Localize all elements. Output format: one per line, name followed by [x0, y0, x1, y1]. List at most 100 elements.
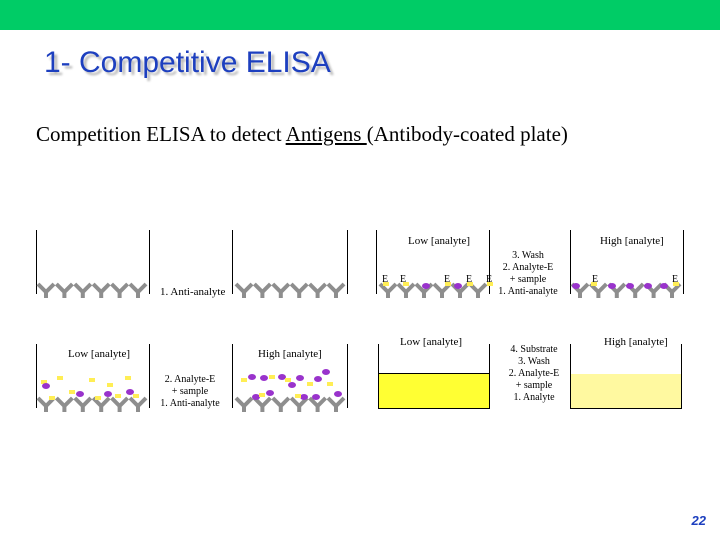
analyte-icon	[422, 283, 430, 289]
enzyme-letter: E	[592, 274, 598, 285]
top-high-analyte-label: High [analyte]	[600, 235, 664, 247]
antibody-icon	[432, 282, 452, 298]
enzyme-letter: E	[486, 274, 492, 285]
enzyme-conjugate-icon	[285, 378, 291, 382]
enzyme-conjugate-icon	[241, 378, 247, 382]
antibody-icon	[271, 282, 291, 298]
step4-line: 4. Substrate	[510, 344, 558, 355]
analyte-icon	[626, 283, 634, 289]
enzyme-conjugate-icon	[133, 394, 139, 398]
enzyme-letter: E	[382, 274, 388, 285]
analyte-icon	[644, 283, 652, 289]
analyte-icon	[314, 376, 322, 382]
enzyme-conjugate-icon	[125, 376, 131, 380]
left-low-analyte-label: Low [analyte]	[68, 348, 130, 360]
step4-line: 2. Analyte-E	[508, 368, 560, 379]
enzyme-letter: E	[466, 274, 472, 285]
analyte-icon	[260, 375, 268, 381]
antibody-icon	[326, 396, 346, 412]
antibody-icon	[289, 282, 309, 298]
step1-label: 1. Anti-analyte	[160, 286, 226, 298]
enzyme-conjugate-icon	[383, 282, 389, 286]
well-step4-low	[378, 344, 490, 409]
antibody-icon	[252, 282, 272, 298]
antibody-icon	[234, 282, 254, 298]
analyte-icon	[660, 283, 668, 289]
step4-line: 3. Wash	[518, 356, 550, 367]
well-step2-high	[232, 344, 348, 408]
analyte-icon	[300, 394, 308, 400]
antibody-icon	[91, 282, 111, 298]
well-step1-left	[36, 230, 150, 294]
step4-line: + sample	[515, 380, 553, 391]
enzyme-conjugate-icon	[327, 382, 333, 386]
enzyme-conjugate-icon	[115, 394, 121, 398]
well-step2-low	[36, 344, 150, 408]
step3-line: 2. Analyte-E	[502, 262, 554, 273]
analyte-icon	[608, 283, 616, 289]
left-high-analyte-label: High [analyte]	[258, 348, 322, 360]
colored-product-high	[571, 374, 681, 408]
subtitle-suffix: (Antibody-coated plate)	[366, 122, 568, 146]
subtitle-underlined-term: Antigens	[285, 122, 367, 146]
antibody-icon	[128, 282, 148, 298]
top-accent-bar	[0, 0, 720, 30]
enzyme-conjugate-icon	[269, 375, 275, 379]
step3-line: 3. Wash	[512, 250, 544, 261]
antibody-icon	[308, 282, 328, 298]
enzyme-conjugate-icon	[57, 376, 63, 380]
antibody-icon	[588, 282, 608, 298]
analyte-icon	[334, 391, 342, 397]
enzyme-letter: E	[444, 274, 450, 285]
antibody-icon	[234, 396, 254, 412]
enzyme-conjugate-icon	[95, 396, 101, 400]
enzyme-conjugate-icon	[41, 380, 47, 384]
enzyme-conjugate-icon	[107, 383, 113, 387]
antibody-icon	[378, 282, 398, 298]
analyte-icon	[252, 394, 260, 400]
step4-line: 1. Analyte	[513, 392, 555, 403]
antibody-icon	[73, 396, 93, 412]
slide-title: 1- Competitive ELISA	[44, 46, 331, 79]
antibody-icon	[252, 396, 272, 412]
analyte-icon	[42, 383, 50, 389]
enzyme-conjugate-icon	[403, 282, 409, 286]
step3-label-stack: 3. Wash 2. Analyte-E + sample 1. Anti-an…	[490, 250, 566, 298]
antibody-icon	[326, 282, 346, 298]
enzyme-conjugate-icon	[445, 282, 451, 286]
antibody-icon	[36, 396, 56, 412]
enzyme-conjugate-icon	[307, 382, 313, 386]
colored-product-low	[379, 373, 489, 408]
analyte-icon	[296, 375, 304, 381]
enzyme-conjugate-icon	[69, 390, 75, 394]
enzyme-conjugate-icon	[295, 394, 301, 398]
analyte-icon	[266, 390, 274, 396]
step2-line: + sample	[171, 386, 209, 397]
page-number: 22	[691, 513, 706, 528]
analyte-icon	[104, 391, 112, 397]
antibody-icon	[54, 396, 74, 412]
analyte-icon	[288, 382, 296, 388]
analyte-icon	[572, 283, 580, 289]
subtitle-prefix: Competition ELISA to detect	[36, 122, 286, 146]
analyte-icon	[76, 391, 84, 397]
step2-line: 2. Analyte-E	[164, 374, 216, 385]
analyte-icon	[312, 394, 320, 400]
enzyme-conjugate-icon	[467, 282, 473, 286]
enzyme-conjugate-icon	[89, 378, 95, 382]
well-step3-low	[376, 230, 490, 294]
analyte-icon	[126, 389, 134, 395]
antibody-icon	[91, 396, 111, 412]
top-low-analyte-label: Low [analyte]	[408, 235, 470, 247]
step2-label-stack: 2. Analyte-E + sample 1. Anti-analyte	[152, 374, 228, 410]
antibody-icon	[396, 282, 416, 298]
antibody-icon	[289, 396, 309, 412]
step2-line: 1. Anti-analyte	[160, 398, 220, 409]
antibody-icon	[110, 396, 130, 412]
enzyme-letter: E	[672, 274, 678, 285]
enzyme-conjugate-icon	[49, 396, 55, 400]
antibody-icon	[36, 282, 56, 298]
antibody-icon	[128, 396, 148, 412]
